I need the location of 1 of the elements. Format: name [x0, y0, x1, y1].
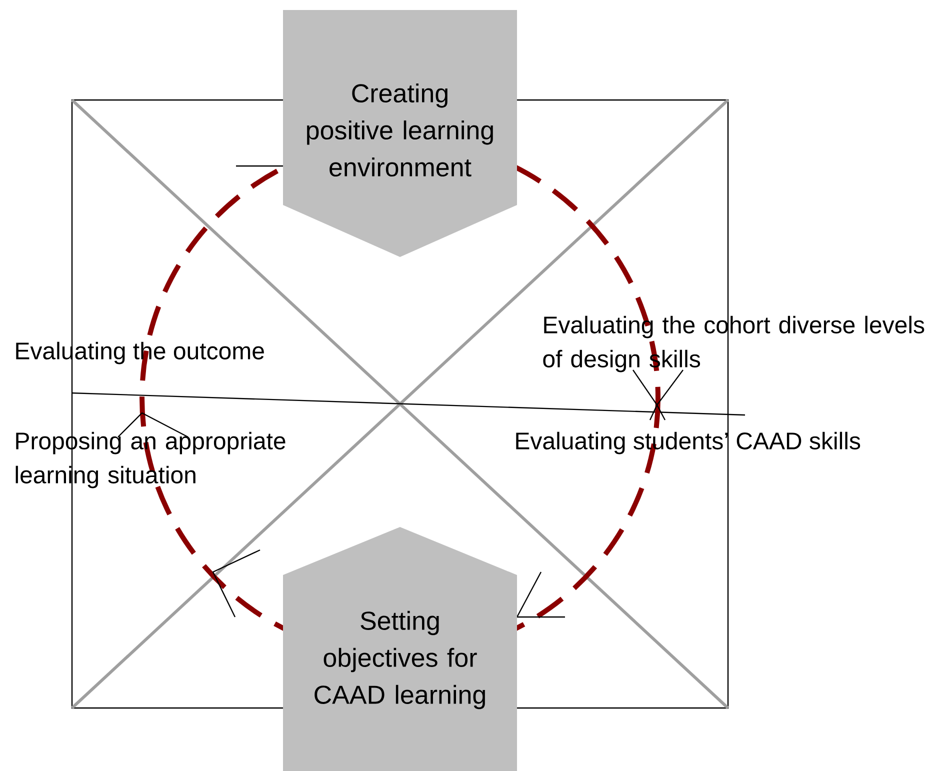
- label-text: Evaluating students’ CAAD skills: [516, 432, 860, 454]
